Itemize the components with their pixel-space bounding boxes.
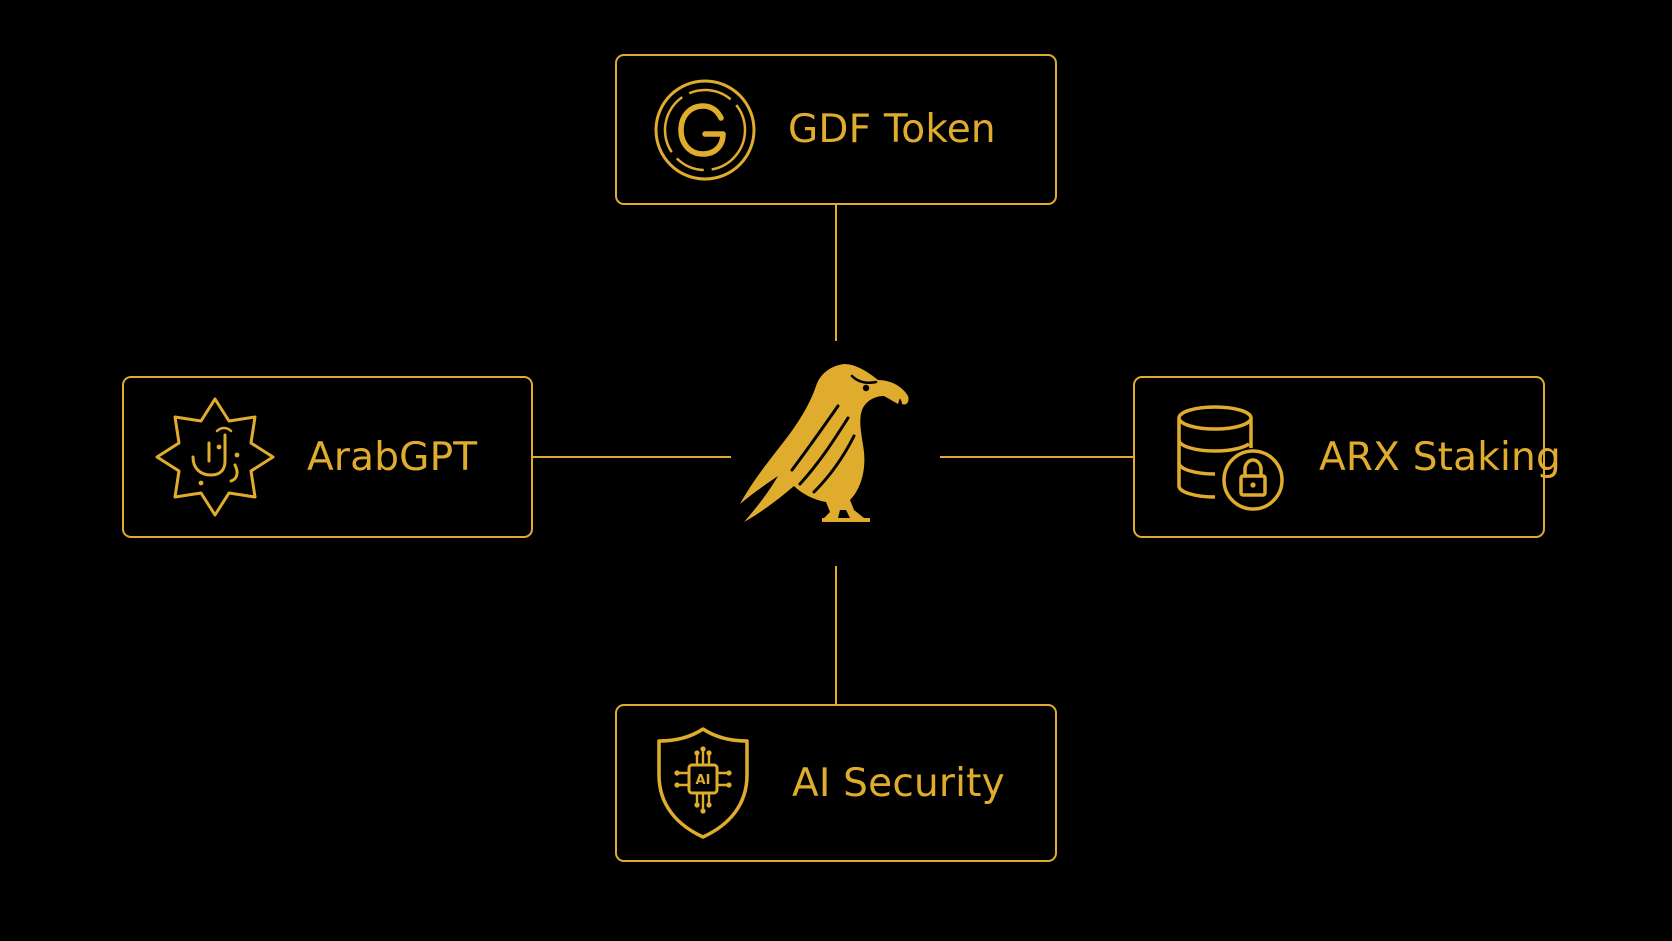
- connector-top: [835, 205, 837, 341]
- arabgpt-card: ArabGPT: [122, 376, 533, 538]
- falcon-hub: [726, 352, 946, 552]
- falcon-icon: [740, 364, 909, 522]
- gdf-token-label: GDF Token: [788, 107, 996, 152]
- arabgpt-label: ArabGPT: [307, 434, 478, 480]
- database-lock-icon: [1175, 402, 1285, 512]
- ai-security-label: AI Security: [792, 760, 1005, 806]
- arabic-calligraphy-star-icon: [153, 395, 277, 519]
- g-coin-icon: [653, 78, 757, 182]
- ai-shield-icon: AI: [653, 725, 753, 841]
- connector-right: [940, 456, 1133, 458]
- ai-security-card: AI AI Security: [615, 704, 1057, 862]
- connector-bottom: [835, 566, 837, 704]
- connector-left: [533, 456, 731, 458]
- arx-staking-card: ARX Staking: [1133, 376, 1561, 538]
- arx-staking-label: ARX Staking: [1319, 434, 1561, 480]
- gdf-token-card: GDF Token: [615, 54, 1057, 205]
- ai-shield-text: AI: [696, 773, 711, 788]
